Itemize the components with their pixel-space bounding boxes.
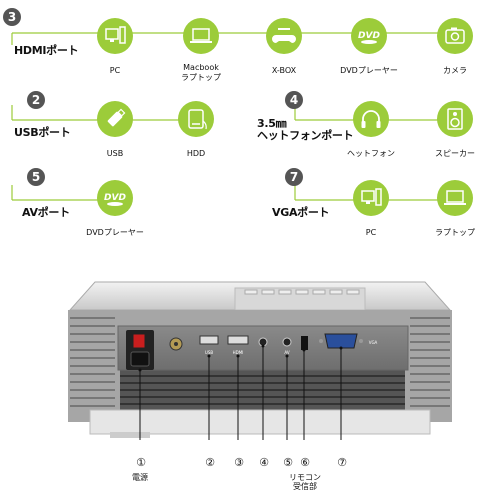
item-caption: USB xyxy=(106,149,124,158)
dvd-logo-text: DVD xyxy=(104,193,126,203)
usb-port-text: USB xyxy=(205,350,213,355)
hdd-icon xyxy=(178,101,214,137)
group-number-badge: 4 xyxy=(285,91,303,109)
dvd-logo-text: DVD xyxy=(358,31,380,41)
bottom-number: ③ xyxy=(234,456,244,469)
item-caption: PC xyxy=(109,66,121,75)
camera-icon xyxy=(437,18,473,54)
group-number-badge: 2 xyxy=(27,91,45,109)
bottom-number: ② xyxy=(205,456,215,469)
usb-port-label: USBポート xyxy=(14,126,71,139)
av-port-text: AV xyxy=(284,350,289,355)
item-caption: Macbook ラプトップ xyxy=(181,63,221,82)
item-caption: HDD xyxy=(186,149,206,158)
hdmi-port-text: HDMI xyxy=(233,350,244,355)
av-port-label: AVポート xyxy=(22,206,70,219)
laptop-icon xyxy=(183,18,219,54)
dvd-icon: DVD xyxy=(97,180,133,216)
bottom-number: ⑥ xyxy=(300,456,310,469)
vga-port-text: VGA xyxy=(369,340,378,345)
dvd-icon: DVD xyxy=(351,18,387,54)
group-number-badge: 7 xyxy=(285,168,303,186)
headphone-port-label: 3.5㎜ ヘットフォンポート xyxy=(257,117,354,142)
hdmi-port-label: HDMIポート xyxy=(14,44,79,57)
pc-icon xyxy=(353,180,389,216)
bottom-number: ④ xyxy=(259,456,269,469)
usb-stick-icon xyxy=(97,101,133,137)
item-caption: カメラ xyxy=(443,66,467,75)
connection-lines xyxy=(11,32,455,201)
bottom-number: ⑤ xyxy=(283,456,293,469)
xbox-icon xyxy=(266,18,302,54)
vga-port-label: VGAポート xyxy=(272,206,330,219)
pc-icon xyxy=(97,18,133,54)
laptop-icon xyxy=(437,180,473,216)
item-caption: DVDプレーヤー xyxy=(340,66,398,75)
item-caption: スピーカー xyxy=(435,149,475,158)
group-number-badge: 5 xyxy=(27,168,45,186)
headphones-icon xyxy=(353,101,389,137)
item-caption: X-BOX xyxy=(271,66,297,75)
speaker-icon xyxy=(437,101,473,137)
bottom-caption: リモコン 受信部 xyxy=(289,473,321,491)
item-caption: DVDプレーヤー xyxy=(86,228,144,237)
bottom-number: ⑦ xyxy=(337,456,347,469)
bottom-caption: 電源 xyxy=(132,473,148,482)
group-number-badge: 3 xyxy=(3,8,21,26)
item-caption: ラプトップ xyxy=(435,228,475,237)
projector-rear-photo: USB HDMI AV VGA xyxy=(68,281,452,440)
item-caption: PC xyxy=(365,228,377,237)
bottom-number: ① xyxy=(136,456,146,469)
item-caption: ヘットフォン xyxy=(347,149,395,158)
